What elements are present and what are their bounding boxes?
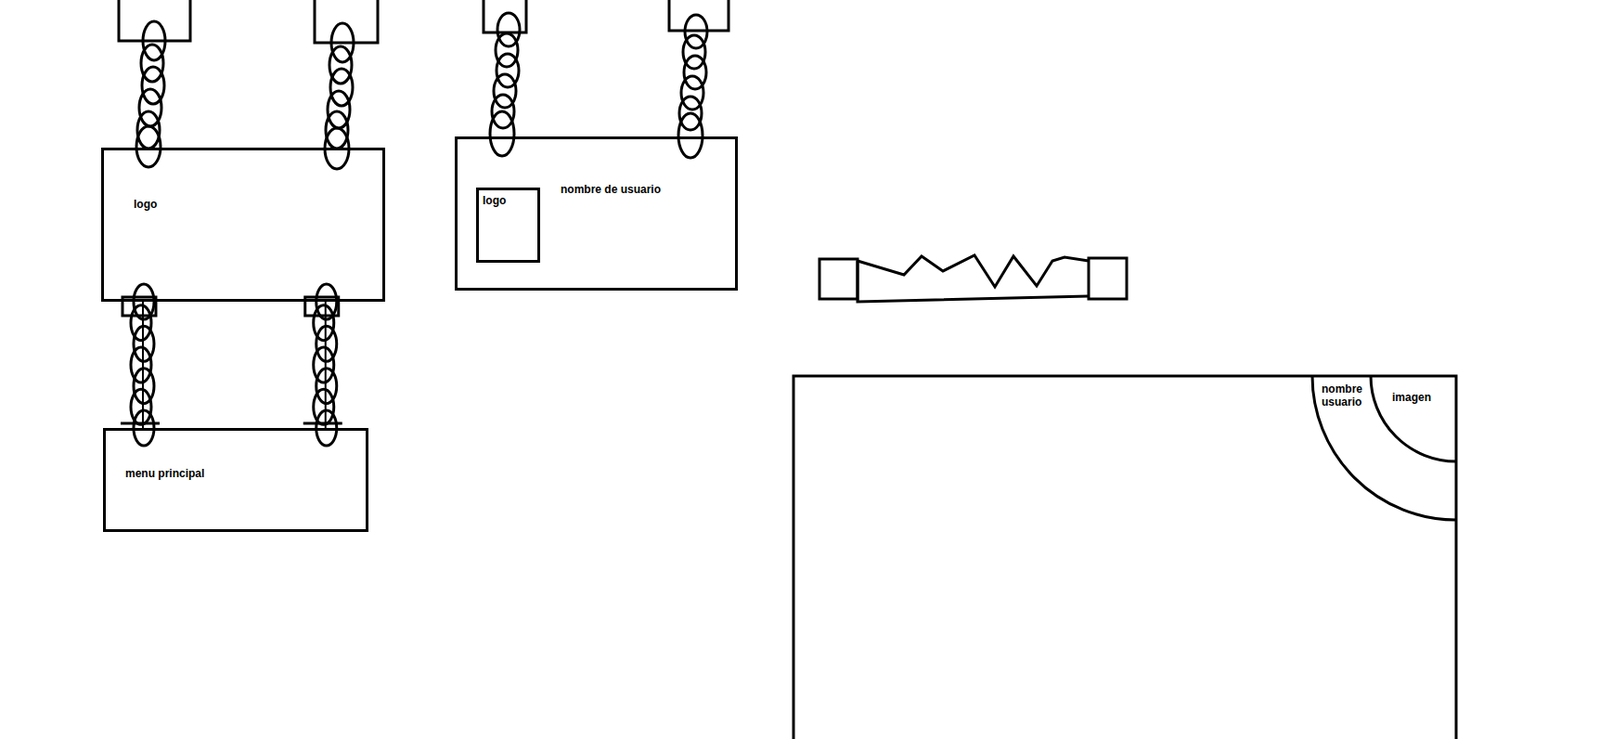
node-label: menu principal [125,466,205,480]
chain-link [325,111,349,149]
node-label: nombre usuario [1321,382,1374,409]
chain [130,283,155,446]
chain-bracket [303,422,343,426]
user-name-ring: nombre usuario imagen [1312,375,1457,520]
slider-body [857,260,1089,302]
screen-frame [793,375,1457,739]
image-quarter-outline [1370,375,1457,462]
chain [136,21,166,168]
arc-line [1312,375,1457,520]
chain-connector [142,301,326,428]
image-quarter: imagen [1370,375,1457,462]
sign-box: logo [101,147,386,302]
chain-bracket [120,422,160,426]
slider-end [819,258,858,299]
chain [490,12,520,156]
node-label: imagen [1392,390,1432,404]
chain-link [136,126,161,168]
chain [313,283,337,446]
arc-line [1370,375,1457,462]
spring-slider [819,255,1127,302]
node-label: logo [133,197,157,211]
node-label: logo [482,193,506,207]
chain-link [490,111,515,156]
sign-box: nombre de usuario logo [454,136,738,291]
logo-box: logo [476,187,541,263]
sign-box: menu principal [103,427,369,532]
node-label: nombre de usuario [560,182,661,196]
spring-zigzag [857,255,1089,287]
chain-connector-group [120,283,343,446]
hanging-hook [314,0,378,43]
chain-link [678,113,703,158]
slider-end [1088,258,1127,299]
